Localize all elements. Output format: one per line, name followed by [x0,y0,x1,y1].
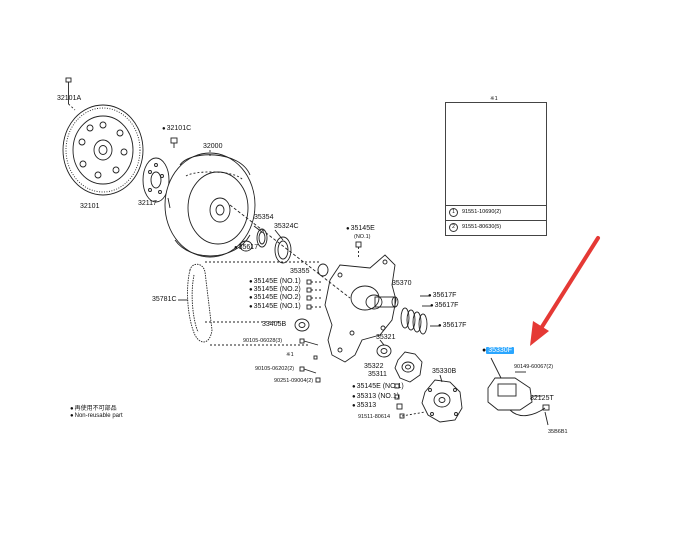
label-35313-2: 35313 [352,402,376,410]
bolt-stack-icon [306,279,322,310]
label-32101C: 32101C [162,125,192,133]
label-star1: ※1 [286,352,294,358]
chain-35781C-icon [187,263,213,343]
label-35324C: 35324C [274,223,299,230]
label-35145E-1: 35145E (NO.1) [249,278,301,286]
inset-row-1-number: 1 [449,208,458,217]
label-90149-60067: 90149-60067(2) [514,364,554,370]
label-diagram-code: 35B6B1 [548,429,568,435]
pump-body-icon [324,254,399,363]
legend-line-1: 再使用不可部品 [70,403,117,412]
drive-plate-icon [62,104,144,196]
label-32000: 32000 [203,143,223,150]
label-90105-06028: 90105-06028(3) [243,338,283,344]
label-35145E-bot: 35145E (NO.1) [352,383,404,391]
bolt-90105-icon [299,338,321,383]
inset-title: ※1 [490,96,498,102]
label-35370: 35370 [392,280,412,287]
label-35321: 35321 [376,334,396,341]
label-35145E-4: 35145E (NO.1) [249,303,301,311]
inset-row-1-text: 91551-10690(2) [462,209,502,215]
label-35617F-3: 35617F [438,322,467,330]
label-35617F-1: 35617F [428,292,457,300]
bolt-top-icon [355,241,362,258]
label-35322: 35322 [364,363,384,370]
label-35330B: 35330B [432,368,457,375]
label-91511-80614: 91511-80614 [358,414,391,420]
label-32117: 32117 [138,200,157,207]
label-32101A: 32101A [57,95,82,102]
red-arrow-icon [530,236,600,346]
inset-row-2-text: 91551-80630(5) [462,224,502,230]
label-90251-09004: 90251-09004(2) [274,378,314,384]
seal-35355-icon [317,263,329,277]
inset-row-1: 1 91551-10690(2) [446,205,546,218]
solenoid-35330F-icon [487,371,542,411]
seal-rings-icon [400,307,428,335]
label-35354: 35354 [254,214,274,221]
plate-32117-icon [142,157,170,203]
label-35330F: ●35330F [482,347,514,354]
bolt-32101A-icon [65,77,76,111]
gear-33405B-icon [294,318,310,332]
label-35313-1: 35313 (NO.1) [352,393,399,401]
inset-panel: ※1 1 91551-10690(2) 2 91551-80630(5) [445,96,547,236]
label-35781C: 35781C [152,296,177,303]
label-35617: 35617 [234,244,258,252]
label-33405B: 33405B [262,321,287,328]
label-35145E-2: 35145E (NO.2) [249,286,301,294]
torque-converter-icon [164,152,256,258]
label-35617F-2: 35617F [430,302,459,310]
label-90105-06202: 90105-06202(2) [255,366,295,372]
label-35355: 35355 [290,268,310,275]
legend-line-2: Non-reusable part [70,413,123,419]
bolt-32101C-icon [170,137,178,148]
wire-82125T-icon [509,404,550,426]
pump-housing-icon [421,379,463,423]
label-35145E-top-sub: (NO.1) [354,234,371,240]
label-82125T: 82125T [530,395,554,402]
pump-gear-icon [376,344,423,383]
label-35145E-3: 35145E (NO.2) [249,294,301,302]
label-35145E-top: 35145E [346,225,375,233]
label-32101: 32101 [80,203,100,210]
inset-row-2: 2 91551-80630(5) [446,220,546,233]
inset-row-2-number: 2 [449,223,458,232]
label-35311: 35311 [368,371,387,378]
